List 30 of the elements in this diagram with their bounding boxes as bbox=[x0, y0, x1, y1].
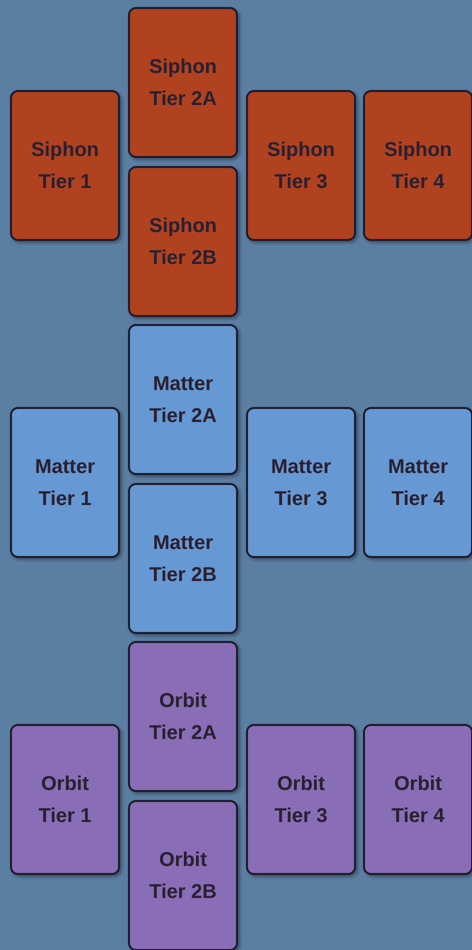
tier-card bbox=[128, 483, 238, 634]
tier-card bbox=[363, 724, 472, 875]
tier-card bbox=[363, 407, 472, 558]
card-title: Matter Tier 4 bbox=[386, 454, 449, 512]
tier-card bbox=[10, 90, 120, 241]
card-title: Siphon Tier 2B bbox=[148, 214, 218, 270]
card-title: Matter Tier 2A bbox=[148, 372, 218, 428]
card-title: Orbit Tier 4 bbox=[390, 772, 446, 828]
tier-card bbox=[128, 166, 238, 317]
tier-card bbox=[128, 800, 238, 950]
card-title: Siphon Tier 1 bbox=[30, 138, 100, 194]
card-title: Matter Tier 2B bbox=[148, 530, 218, 588]
tier-card bbox=[246, 407, 356, 558]
tier-card bbox=[128, 7, 238, 158]
card-title: Siphon Tier 3 bbox=[266, 138, 336, 194]
card-title: Orbit Tier 1 bbox=[38, 772, 92, 828]
card-title: Siphon Tier 2A bbox=[148, 54, 218, 112]
card-title: Siphon Tier 4 bbox=[383, 138, 453, 194]
tier-card bbox=[246, 90, 356, 241]
card-title: Orbit Tier 2B bbox=[148, 848, 218, 904]
card-title: Orbit Tier 2A bbox=[148, 688, 218, 746]
card-title: Matter Tier 3 bbox=[270, 454, 332, 512]
tier-card bbox=[363, 90, 472, 241]
tier-card bbox=[10, 724, 120, 875]
card-title: Orbit Tier 3 bbox=[274, 772, 328, 828]
tier-card bbox=[128, 641, 238, 792]
tier-card bbox=[246, 724, 356, 875]
card-title: Matter Tier 1 bbox=[34, 454, 96, 512]
tier-card bbox=[10, 407, 120, 558]
tier-card bbox=[128, 324, 238, 475]
